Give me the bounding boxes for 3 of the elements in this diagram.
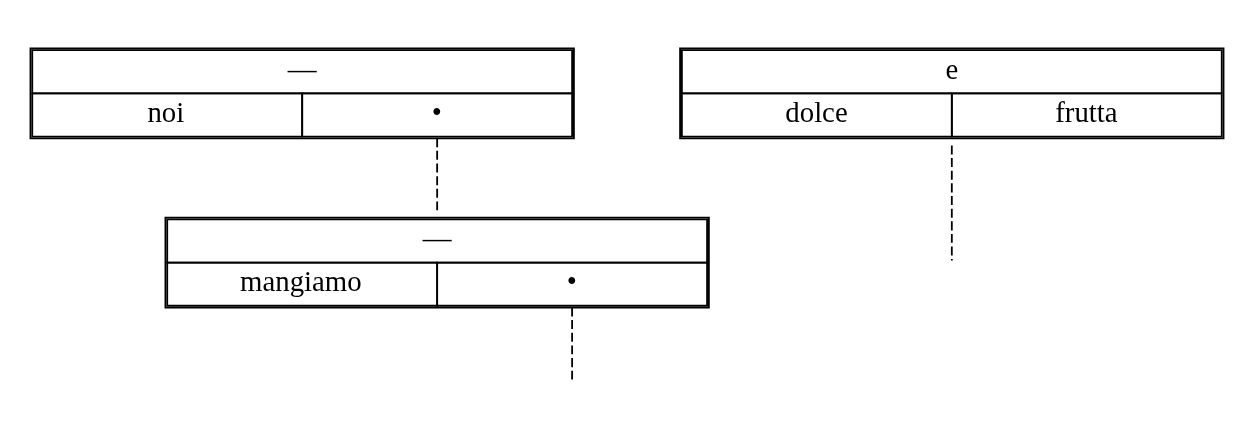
connector [950,144,953,261]
connector [436,136,439,211]
connector [571,306,573,380]
